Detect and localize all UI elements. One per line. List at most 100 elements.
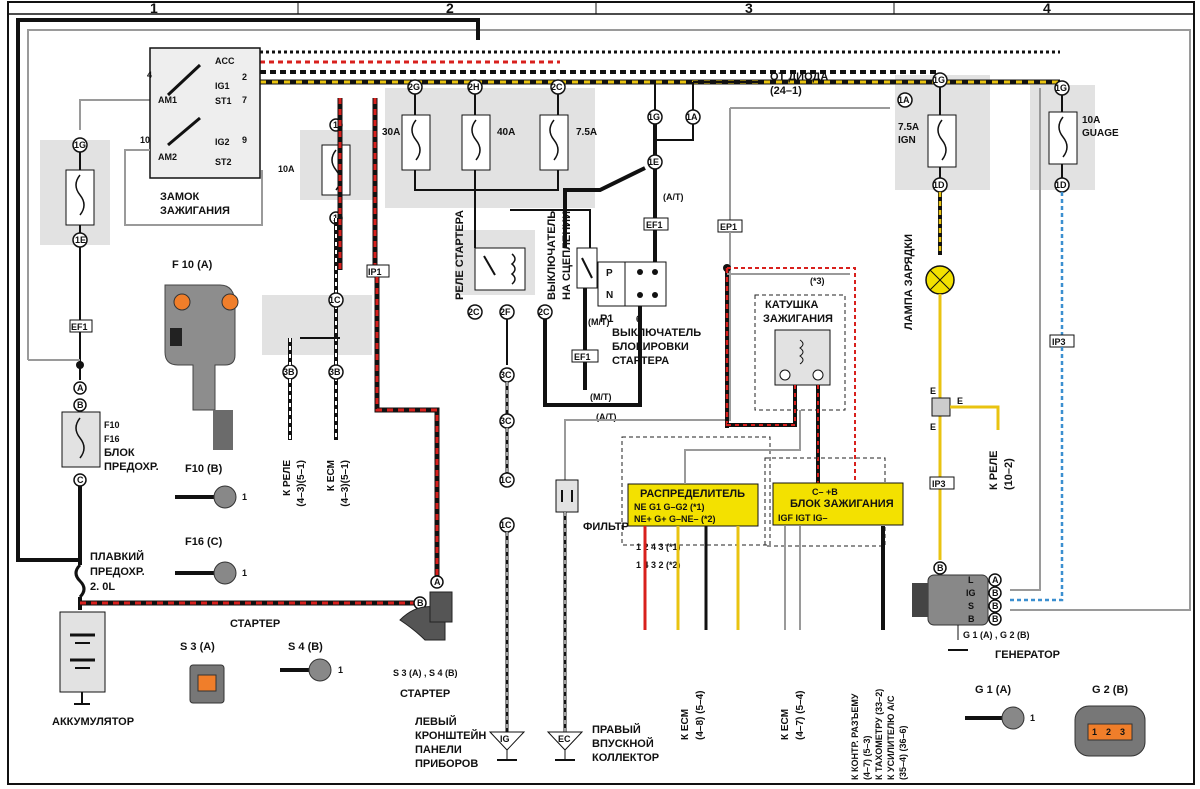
- diode-ref: ОТ ДИОДА: [770, 71, 828, 83]
- svg-text:СТАРТЕР: СТАРТЕР: [230, 618, 280, 630]
- connector-f10a: F 10 (A): [164, 259, 239, 450]
- svg-text:2C: 2C: [468, 307, 480, 317]
- column-4: 4: [1043, 0, 1051, 16]
- to-tacho-label: К КОНТР. РАЗЪЕМУ (4–7) (5–3) К ТАХОМЕТРУ…: [850, 689, 908, 780]
- svg-text:ЛЕВЫЙ: ЛЕВЫЙ: [415, 715, 457, 728]
- svg-text:2C: 2C: [538, 307, 550, 317]
- svg-text:P: P: [606, 268, 613, 279]
- column-header: 1 2 3 4: [150, 0, 1051, 16]
- svg-text:КАТУШКА: КАТУШКА: [765, 299, 818, 311]
- ground-ec: EC ПРАВЫЙ ВПУСКНОЙ КОЛЛЕКТОР: [546, 723, 659, 764]
- svg-text:(35–4) (36–6): (35–4) (36–6): [898, 725, 908, 780]
- svg-text:ВЫКЛЮЧАТЕЛЬ: ВЫКЛЮЧАТЕЛЬ: [546, 211, 558, 300]
- svg-text:СТАРТЕРА: СТАРТЕРА: [612, 355, 669, 367]
- svg-text:БЛОК: БЛОК: [104, 447, 135, 459]
- distributor: РАСПРЕДЕЛИТЕЛЬ NE G1 G–G2 (*1) NE+ G+ G–…: [627, 483, 759, 570]
- svg-text:IP1: IP1: [368, 267, 382, 277]
- svg-text:2: 2: [1106, 727, 1111, 737]
- svg-text:GUAGE: GUAGE: [1082, 128, 1119, 139]
- svg-text:G 2 (B): G 2 (B): [1092, 684, 1128, 696]
- svg-text:(4–7) (5–4): (4–7) (5–4): [795, 691, 806, 740]
- svg-text:1G: 1G: [1055, 83, 1067, 93]
- svg-text:EC: EC: [558, 734, 571, 744]
- filter: ФИЛЬТР: [555, 479, 629, 533]
- svg-text:К ECM: К ECM: [680, 709, 691, 740]
- svg-text:B: B: [77, 400, 84, 410]
- svg-text:К ECM: К ECM: [780, 709, 791, 740]
- svg-text:(A/T): (A/T): [596, 412, 617, 422]
- to-ecm-mid-1: К ECM (4–8) (5–4): [680, 691, 706, 740]
- top-harness: [200, 50, 1060, 85]
- svg-text:1E: 1E: [75, 235, 86, 245]
- svg-text:1: 1: [242, 492, 247, 502]
- svg-text:NE+ G+ G–NE– (*2): NE+ G+ G–NE– (*2): [634, 514, 716, 524]
- svg-text:C– +B: C– +B: [812, 487, 838, 497]
- svg-text:F 10 (A): F 10 (A): [172, 259, 213, 271]
- svg-text:РЕЛЕ СТАРТЕРА: РЕЛЕ СТАРТЕРА: [454, 210, 466, 300]
- svg-text:IG: IG: [500, 734, 510, 744]
- svg-text:(4–3)(5–1): (4–3)(5–1): [340, 460, 351, 507]
- svg-text:E: E: [930, 422, 936, 432]
- svg-text:B: B: [992, 601, 999, 611]
- start-inhibit-switch: P N 6 P1 ВЫКЛЮЧАТЕЛЬ БЛОКИРОВКИ СТАРТЕРА: [597, 261, 701, 367]
- fusible-link-label: ПЛАВКИЙ ПРЕДОХР. 2. 0L: [90, 550, 145, 593]
- svg-text:IP3: IP3: [1052, 337, 1066, 347]
- connector-g1a: G 1 (A) 1: [965, 684, 1035, 730]
- connector-f16c: F16 (C) 1: [175, 536, 247, 585]
- svg-text:A: A: [992, 575, 999, 585]
- svg-text:10A: 10A: [278, 164, 295, 174]
- svg-text:К УСИЛИТЕЛЮ А/С: К УСИЛИТЕЛЮ А/С: [886, 695, 896, 780]
- svg-text:РАСПРЕДЕЛИТЕЛЬ: РАСПРЕДЕЛИТЕЛЬ: [640, 488, 745, 500]
- svg-text:К ТАХОМЕТРУ (33–2): К ТАХОМЕТРУ (33–2): [874, 689, 884, 780]
- svg-text:1: 1: [1030, 713, 1035, 723]
- svg-text:B: B: [937, 563, 944, 573]
- svg-text:1: 1: [338, 665, 343, 675]
- svg-text:1G: 1G: [933, 75, 945, 85]
- svg-text:3C: 3C: [500, 370, 512, 380]
- ignition-unit: C– +B БЛОК ЗАЖИГАНИЯ IGF IGT IG–: [772, 482, 904, 526]
- column-3: 3: [745, 0, 753, 16]
- ign-fuse: 1G 1A 1D 7.5A IGN: [897, 72, 957, 193]
- svg-text:1: 1: [242, 568, 247, 578]
- generator: A B B B L IG S B B G 1 (A) , G 2 (B) ГЕН…: [912, 561, 1060, 661]
- svg-text:30A: 30A: [382, 127, 400, 138]
- svg-text:C: C: [77, 475, 84, 485]
- svg-text:ФИЛЬТР: ФИЛЬТР: [583, 521, 629, 533]
- svg-text:EP1: EP1: [720, 222, 737, 232]
- svg-text:4: 4: [147, 70, 152, 80]
- svg-text:B: B: [968, 614, 975, 624]
- ignition-switch-label-2: ЗАЖИГАНИЯ: [160, 205, 230, 217]
- svg-text:1A: 1A: [898, 95, 910, 105]
- column-2: 2: [446, 0, 454, 16]
- svg-text:E: E: [957, 396, 963, 406]
- svg-text:(4–8) (5–4): (4–8) (5–4): [695, 691, 706, 740]
- svg-text:N: N: [606, 290, 613, 301]
- svg-text:1C: 1C: [500, 475, 512, 485]
- svg-text:3B: 3B: [283, 367, 295, 377]
- svg-text:S 3 (A) , S 4 (B): S 3 (A) , S 4 (B): [393, 668, 458, 678]
- svg-text:1C: 1C: [500, 520, 512, 530]
- svg-text:1E: 1E: [648, 157, 659, 167]
- svg-text:1D: 1D: [1055, 180, 1067, 190]
- svg-text:EF1: EF1: [646, 220, 663, 230]
- svg-text:S: S: [968, 601, 974, 611]
- svg-text:ST2: ST2: [215, 157, 232, 167]
- svg-text:2C: 2C: [551, 82, 563, 92]
- svg-text:A: A: [77, 383, 84, 393]
- battery-label: АККУМУЛЯТОР: [52, 716, 134, 728]
- svg-text:7.5A: 7.5A: [576, 127, 597, 138]
- svg-text:(M/T): (M/T): [590, 392, 612, 402]
- svg-text:B: B: [992, 614, 999, 624]
- svg-text:AM1: AM1: [158, 95, 177, 105]
- svg-text:40A: 40A: [497, 127, 515, 138]
- svg-text:ЛАМПА ЗАРЯДКИ: ЛАМПА ЗАРЯДКИ: [903, 234, 915, 330]
- svg-text:2: 2: [242, 72, 247, 82]
- svg-text:ПРЕДОХР.: ПРЕДОХР.: [104, 461, 159, 473]
- svg-text:(24–1): (24–1): [770, 85, 802, 97]
- left-column-fuse: 1G 1E EF1: [28, 137, 95, 380]
- ignition-coil: КАТУШКА ЗАЖИГАНИЯ (*3): [754, 276, 846, 411]
- svg-text:1G: 1G: [648, 112, 660, 122]
- starter: A B СТАРТЕР S 3 (A) , S 4 (B) СТАРТЕР: [230, 575, 458, 700]
- svg-text:К КОНТР. РАЗЪЕМУ: К КОНТР. РАЗЪЕМУ: [850, 693, 860, 780]
- connector-f10b: F10 (B) 1: [175, 463, 247, 509]
